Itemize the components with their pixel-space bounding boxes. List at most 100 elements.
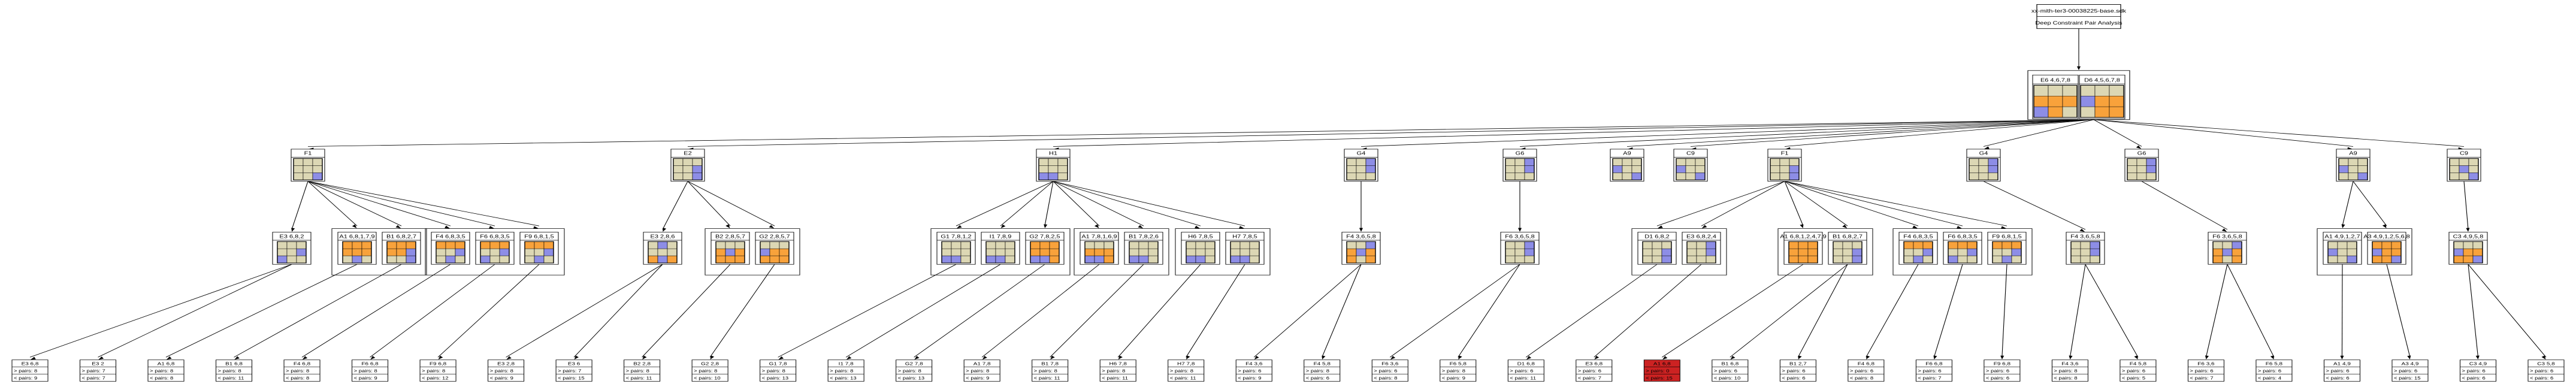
grid-cell <box>1346 173 1357 180</box>
group-frame <box>1631 228 1727 276</box>
grid-cell <box>1038 158 1049 166</box>
leaf-frame <box>2120 359 2157 382</box>
card-label: E3 6,8,2 <box>280 234 304 240</box>
tree-edge <box>1117 264 1201 358</box>
group-card: A3 4,9,1,2,5,6,8 <box>2363 232 2410 265</box>
edge-arrowhead <box>489 226 495 229</box>
leaf-lesser-pairs: < pairs: 6 <box>1782 376 1806 380</box>
grid-cell <box>2062 85 2078 96</box>
card-label: H6 7,8,5 <box>1188 234 1213 240</box>
grid-cell <box>1239 248 1250 256</box>
grid-cell <box>2062 96 2078 107</box>
leaf-greater-pairs: > pairs: 8 <box>218 368 242 373</box>
leaf-node: G2 2,8> pairs: 8< pairs: 10 <box>691 359 728 382</box>
edge-arrowhead <box>1195 225 1201 229</box>
grid-cell <box>2449 173 2460 180</box>
card-label: E6 4,6,7,8 <box>2040 78 2070 83</box>
leaf-node: F6 5,8> pairs: 8< pairs: 9 <box>1440 359 1477 382</box>
grid-cell <box>1948 255 1958 264</box>
leaf-node: F9 6,8> pairs: 6< pairs: 6 <box>1984 359 2021 382</box>
grid-cell <box>2146 158 2157 166</box>
grid-cell <box>1676 173 1686 180</box>
group-frame <box>425 228 565 276</box>
grid-cell <box>1642 241 1653 249</box>
grid-cell <box>2080 248 2091 256</box>
leaf-label: F6 6,8 <box>1925 361 1942 366</box>
grid-cell <box>396 248 407 256</box>
grid-cell <box>1514 165 1525 173</box>
grid-cell <box>1695 158 1706 166</box>
grid-cell <box>1129 248 1139 256</box>
grid-cell <box>352 248 362 256</box>
branch-card: A9 <box>1610 149 1644 182</box>
tree-edge <box>165 264 358 358</box>
grid-cell <box>1249 241 1260 249</box>
tree-edge <box>2093 119 2465 147</box>
tree-edge <box>1389 264 1520 358</box>
grid-cell <box>543 248 554 256</box>
leaf-greater-pairs: > pairs: 8 <box>762 368 786 373</box>
grid-cell <box>1094 248 1105 256</box>
grid-cell <box>2472 248 2483 256</box>
grid-cell <box>2062 106 2078 118</box>
tree-nodes: xx-mith-ter3-00038225-base.sdk Deep Cons… <box>11 4 2565 382</box>
tree-edge <box>2069 264 2086 358</box>
leaf-lesser-pairs: < pairs: 13 <box>830 376 857 380</box>
grid-cell <box>1505 248 1516 256</box>
grid-cell <box>445 241 456 249</box>
tree-edge <box>1656 181 1785 226</box>
grid-cell <box>1612 165 1623 173</box>
card-label: F4 6,8,3,5 <box>1903 234 1933 240</box>
leaf-lesser-pairs: < pairs: 5 <box>2122 376 2146 380</box>
leaf-greater-pairs: > pairs: 8 <box>1034 368 1058 373</box>
grid-cell <box>1978 158 1989 166</box>
group-frame <box>2317 228 2412 276</box>
grid-cell <box>1505 241 1516 249</box>
leaf-lesser-pairs: < pairs: 11 <box>1034 376 1060 380</box>
edge-arrowhead <box>1912 225 1918 229</box>
leaf-node: B1 2,7> pairs: 6< pairs: 6 <box>1779 359 1816 382</box>
grid-cell <box>2372 248 2383 256</box>
grid-cell <box>725 248 736 256</box>
leaf-frame <box>1712 359 1749 382</box>
grid-cell <box>1706 255 1716 264</box>
grid-cell <box>1661 248 1672 256</box>
grid-cell <box>1807 255 1818 264</box>
grid-cell <box>1365 173 1376 180</box>
grid-frame <box>1788 241 1818 264</box>
grid-cell <box>1957 241 1968 249</box>
leaf-label: B1 7,8 <box>1041 361 1059 366</box>
tree-edge <box>307 181 358 226</box>
edge-arrowhead <box>2134 355 2138 360</box>
leaf-lesser-pairs: < pairs: 13 <box>898 376 925 380</box>
grid-frame <box>1903 241 1933 264</box>
tree-edge <box>1690 119 2094 147</box>
leaf-lesser-pairs: < pairs: 7 <box>1578 376 1602 380</box>
grid-cell <box>534 255 545 264</box>
grid-cell <box>2449 158 2460 166</box>
edge-arrowhead <box>956 225 962 229</box>
leaf-label: F6 5,8 <box>1450 361 1467 366</box>
grid-cell <box>1969 158 1979 166</box>
grid-frame <box>2449 158 2479 180</box>
edge-arrowhead <box>2541 355 2546 360</box>
tree-edge <box>687 181 731 226</box>
grid-cell <box>1057 158 1068 166</box>
grid-cell <box>1967 248 1978 256</box>
card-label: F9 6,8,1,5 <box>524 234 554 240</box>
leaf-greater-pairs: > pairs: 6 <box>1374 368 1398 373</box>
grid-cell <box>941 241 952 249</box>
grid-cell <box>293 165 304 173</box>
group-card: F4 3,6,5,8 <box>1341 232 1381 265</box>
grid-cell <box>1913 241 1924 249</box>
edge-arrowhead <box>1657 225 1663 229</box>
grid-cell <box>985 255 996 264</box>
grid-cell <box>725 255 736 264</box>
card-label: G2 7,8,2,5 <box>1029 234 1060 240</box>
edge-arrowhead <box>2001 226 2007 229</box>
leaf-lesser-pairs: < pairs: 7 <box>82 376 106 380</box>
edge-arrowhead <box>395 225 401 229</box>
grid-cell <box>2070 255 2081 264</box>
group-card: F6 3,6,5,8 <box>2208 232 2247 265</box>
edge-arrowhead <box>1186 355 1190 360</box>
